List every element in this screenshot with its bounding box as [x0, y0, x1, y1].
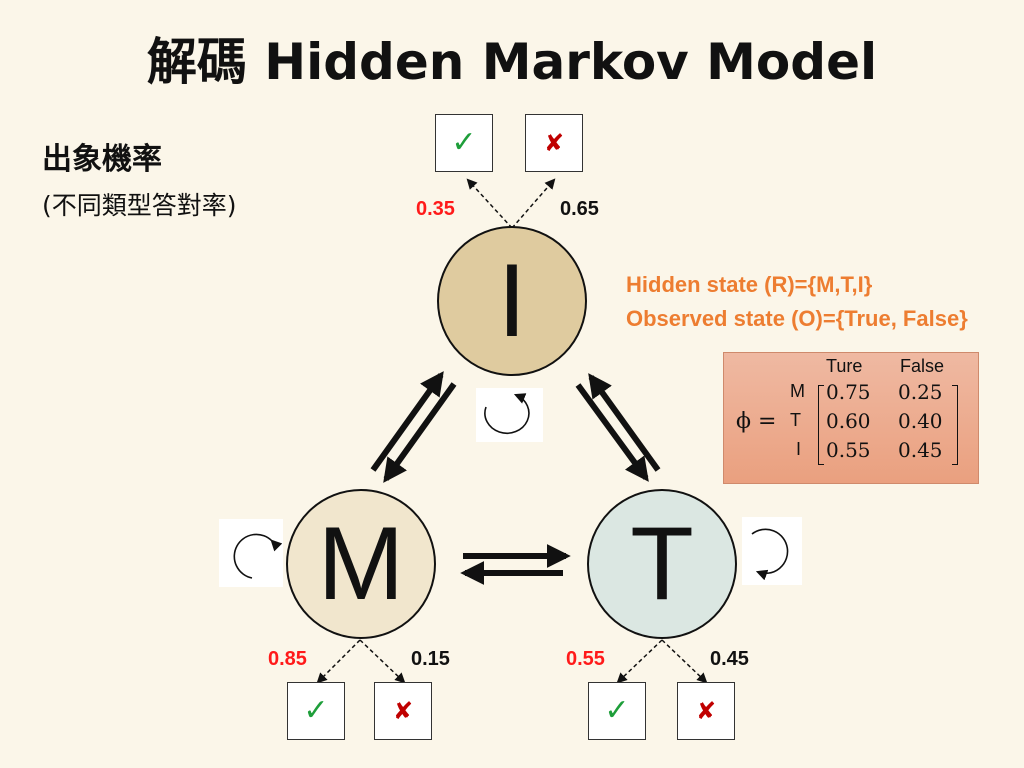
matrix-symbol: ϕ =: [736, 409, 776, 434]
emission-arrows-I: [466, 178, 556, 229]
observation-false-I: ✘: [525, 114, 583, 172]
check-icon: ✓: [451, 125, 477, 160]
self-loop-icon-M: [219, 519, 283, 587]
section-heading: 出象機率: [42, 142, 162, 177]
matrix-cell-T-false: 0.40: [898, 409, 943, 433]
prob-true-M: 0.85: [268, 648, 307, 670]
cross-icon: ✘: [695, 697, 717, 725]
matrix-cell-I-false: 0.45: [898, 438, 943, 462]
cross-icon: ✘: [392, 697, 414, 725]
prob-true-T: 0.55: [566, 648, 605, 670]
equals-sign: =: [758, 409, 777, 434]
transition-arrows: [370, 371, 661, 585]
emission-arrows-M: [316, 639, 406, 684]
observed-state-set: Observed state (O)={True, False}: [626, 306, 968, 331]
observation-true-T: ✓: [588, 682, 646, 740]
state-node-T: [587, 489, 737, 639]
matrix-cell-M-false: 0.25: [898, 380, 943, 404]
prob-false-M: 0.15: [411, 648, 450, 670]
matrix-row-label-M: M: [790, 381, 805, 401]
matrix-bracket-right: [952, 385, 958, 465]
observation-false-M: ✘: [374, 682, 432, 740]
self-loop-icon-I: [476, 388, 543, 442]
hidden-state-set: Hidden state (R)={M,T,I}: [626, 272, 873, 297]
state-node-I: [437, 226, 587, 376]
section-note: (不同類型答對率): [42, 191, 237, 220]
matrix-cell-T-true: 0.60: [826, 409, 871, 433]
page-title: 解碼 Hidden Markov Model: [146, 33, 878, 91]
matrix-col-false: False: [900, 356, 945, 376]
check-icon: ✓: [303, 693, 329, 728]
cross-icon: ✘: [543, 129, 565, 157]
phi-symbol: ϕ: [736, 409, 751, 434]
state-node-M: [286, 489, 436, 639]
state-label-M: M: [317, 506, 405, 622]
state-label-I: I: [497, 243, 527, 359]
prob-false-I: 0.65: [560, 198, 599, 220]
matrix-cell-I-true: 0.55: [826, 438, 871, 462]
matrix-col-true: Ture: [826, 356, 863, 376]
prob-false-T: 0.45: [710, 648, 749, 670]
matrix-cell-M-true: 0.75: [826, 380, 871, 404]
observation-false-T: ✘: [677, 682, 735, 740]
matrix-row-label-T: T: [790, 410, 801, 430]
emission-arrows-T: [616, 639, 708, 684]
observation-true-M: ✓: [287, 682, 345, 740]
matrix-row-label-I: I: [796, 439, 802, 459]
emission-matrix: Ture False ϕ = M 0.75 0.25 T 0.60 0.40 I…: [723, 352, 979, 484]
check-icon: ✓: [604, 693, 630, 728]
prob-true-I: 0.35: [416, 198, 455, 220]
state-label-T: T: [630, 506, 694, 622]
self-loop-icon-T: [742, 517, 802, 585]
observation-true-I: ✓: [435, 114, 493, 172]
matrix-bracket-left: [818, 385, 824, 465]
